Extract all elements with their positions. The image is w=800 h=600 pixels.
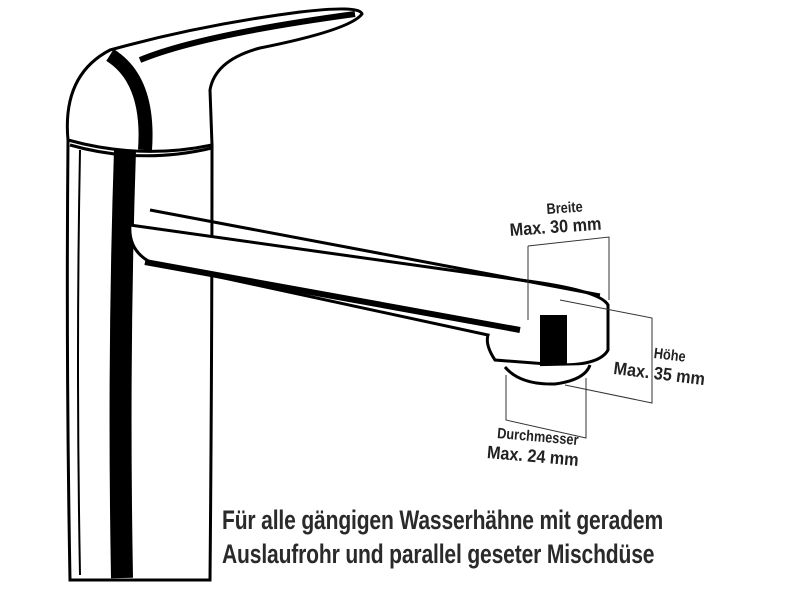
faucet-handle	[65, 7, 364, 153]
caption-line-1: Für alle gängigen Wasserhähne mit gerade…	[222, 505, 664, 535]
caption-line-2: Auslaufrohr und parallel geseter Mischdü…	[222, 539, 655, 569]
aerator	[503, 364, 592, 386]
dimension-lines	[505, 236, 653, 439]
faucet-body	[65, 138, 214, 582]
